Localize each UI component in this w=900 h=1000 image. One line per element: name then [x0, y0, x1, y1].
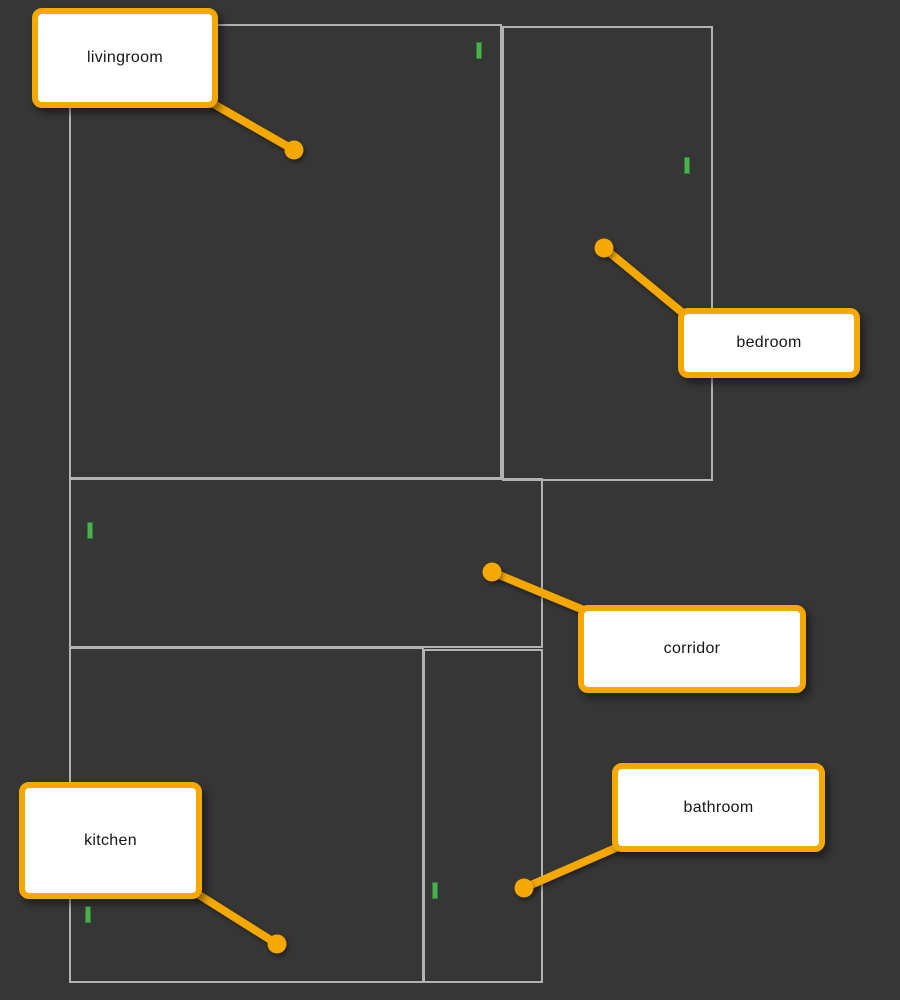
leader-line-livingroom: [206, 98, 298, 154]
leader-dot-bedroom[interactable]: [594, 238, 614, 258]
callout-label-corridor: corridor: [663, 640, 721, 657]
callout-kitchen[interactable]: kitchen: [19, 782, 202, 899]
room-bathroom[interactable]: [423, 649, 543, 983]
marker-icon-corridor: [87, 522, 93, 539]
callout-livingroom[interactable]: livingroom: [32, 8, 218, 108]
leader-dot-kitchen[interactable]: [267, 934, 287, 954]
callout-label-bedroom: bedroom: [736, 334, 802, 351]
callout-bedroom[interactable]: bedroom: [678, 308, 860, 378]
callout-label-livingroom: livingroom: [87, 49, 163, 66]
callout-corridor[interactable]: corridor: [578, 605, 806, 693]
leader-dot-corridor[interactable]: [482, 562, 502, 582]
leader-line-bathroom: [520, 843, 622, 892]
leader-line-bedroom: [600, 244, 688, 318]
leader-dot-bathroom[interactable]: [514, 878, 534, 898]
marker-icon-livingroom: [476, 42, 482, 59]
room-bedroom[interactable]: [502, 26, 713, 481]
marker-icon-bathroom: [432, 882, 438, 899]
callout-label-kitchen: kitchen: [84, 831, 137, 849]
marker-icon-bedroom: [684, 157, 690, 174]
marker-icon-kitchen: [85, 906, 91, 923]
callout-bathroom[interactable]: bathroom: [612, 763, 825, 852]
leader-line-corridor: [488, 568, 590, 615]
leader-line-kitchen: [192, 889, 281, 948]
leader-dot-livingroom[interactable]: [284, 140, 304, 160]
callout-label-bathroom: bathroom: [683, 798, 754, 816]
